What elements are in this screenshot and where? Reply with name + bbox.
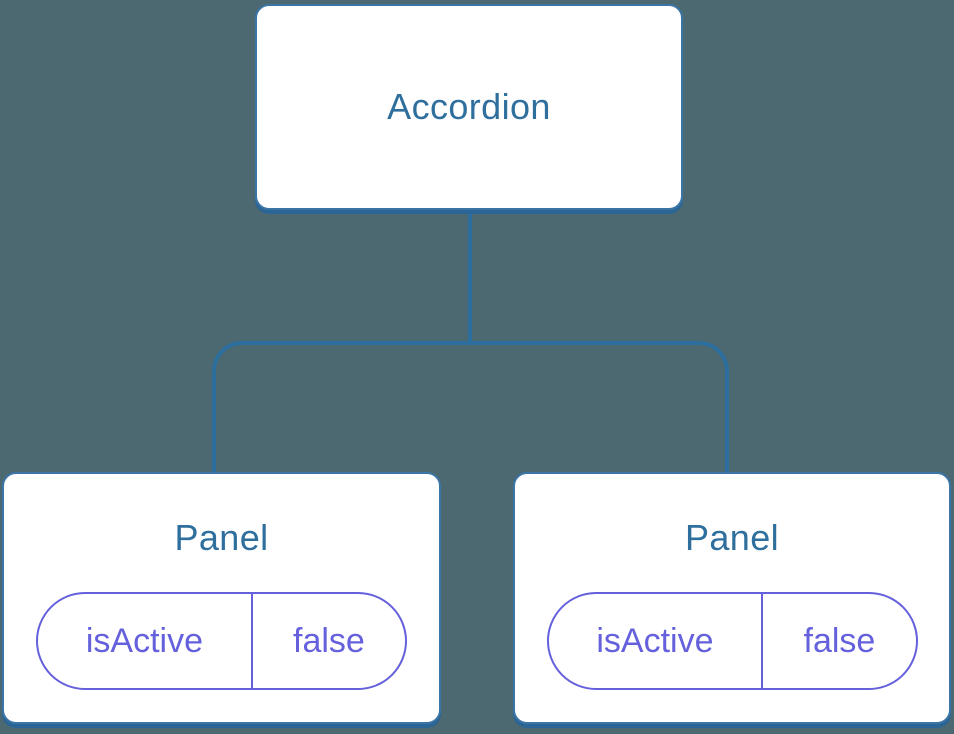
node-label-accordion: Accordion	[387, 86, 551, 127]
node-label-panel-1: Panel	[174, 517, 269, 558]
state-key-panel-2: isActive	[596, 621, 714, 660]
state-key-panel-1: isActive	[85, 621, 203, 660]
connector-stem	[468, 206, 472, 345]
state-pill-panel-2: isActive false	[546, 592, 918, 690]
tree-node-panel-2: Panel isActive false	[513, 472, 951, 724]
tree-node-accordion: Accordion	[255, 4, 683, 210]
node-label-panel-2: Panel	[684, 517, 780, 558]
state-pill-panel-1: isActive false	[36, 592, 407, 690]
state-value-panel-1: false	[250, 594, 405, 688]
connector-bracket	[212, 341, 729, 472]
state-value-panel-2: false	[761, 594, 915, 688]
tree-node-panel-1: Panel isActive false	[2, 472, 441, 724]
